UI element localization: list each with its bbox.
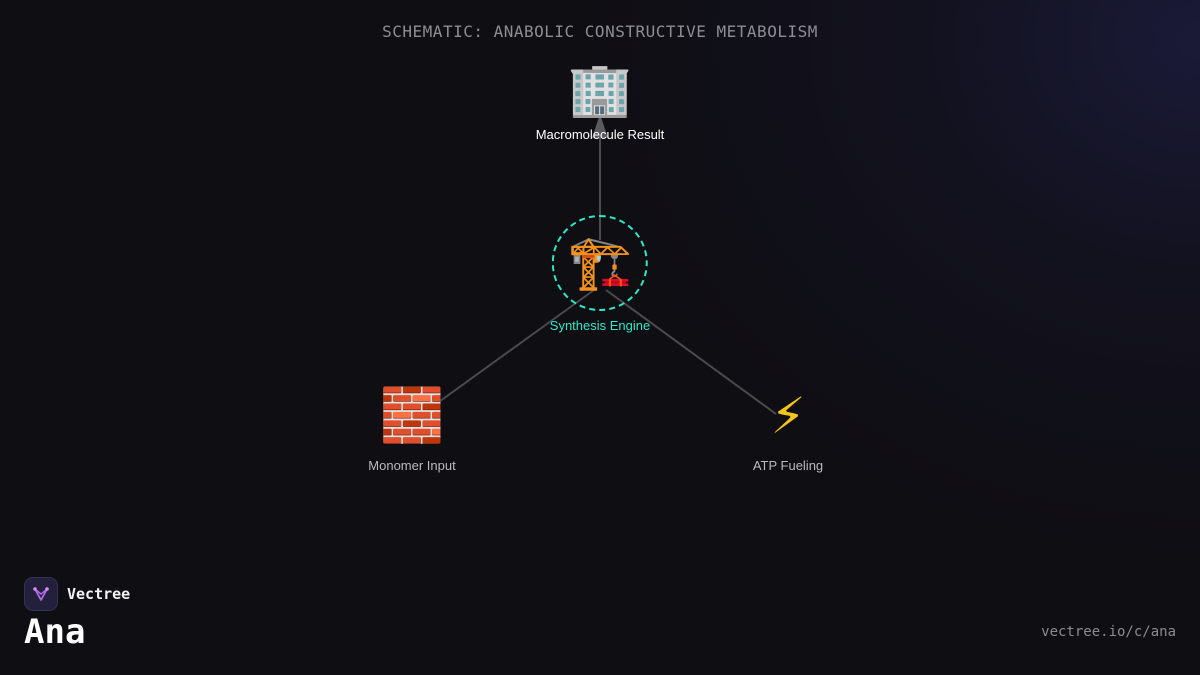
profile-url[interactable]: vectree.io/c/ana [1041, 624, 1176, 640]
vectree-logo-icon [24, 577, 58, 611]
edge-monomer-to-engine [435, 289, 595, 405]
node-macromolecule-result[interactable]: 🏢 Macromolecule Result [536, 62, 665, 142]
edge-engine-to-result-arrowhead [592, 114, 608, 138]
brand-name: Vectree [67, 585, 131, 603]
edge-atp-to-engine [605, 289, 777, 415]
construction-crane-icon: 🏗️ [567, 233, 633, 293]
diagram-title: SCHEMATIC: ANABOLIC CONSTRUCTIVE METABOL… [382, 22, 818, 41]
node-label-monomer: Monomer Input [368, 458, 456, 473]
lightning-bolt-icon: ⚡ [770, 387, 806, 445]
node-monomer-input[interactable]: 🧱 Monomer Input [368, 388, 455, 473]
brand-block[interactable]: Vectree [24, 577, 130, 611]
engine-dashed-ring: 🏗️ [551, 215, 648, 311]
office-building-icon: 🏢 [567, 60, 633, 120]
node-label-engine: Synthesis Engine [549, 318, 651, 333]
bricks-icon: 🧱 [379, 386, 445, 446]
author-name: Ana [24, 612, 86, 652]
node-label-result: Macromolecule Result [535, 127, 665, 142]
node-label-atp: ATP Fueling [752, 458, 824, 473]
node-atp-fueling[interactable]: ⚡ ATP Fueling [753, 388, 823, 473]
node-synthesis-engine[interactable]: 🏗️ Synthesis Engine [550, 215, 650, 333]
